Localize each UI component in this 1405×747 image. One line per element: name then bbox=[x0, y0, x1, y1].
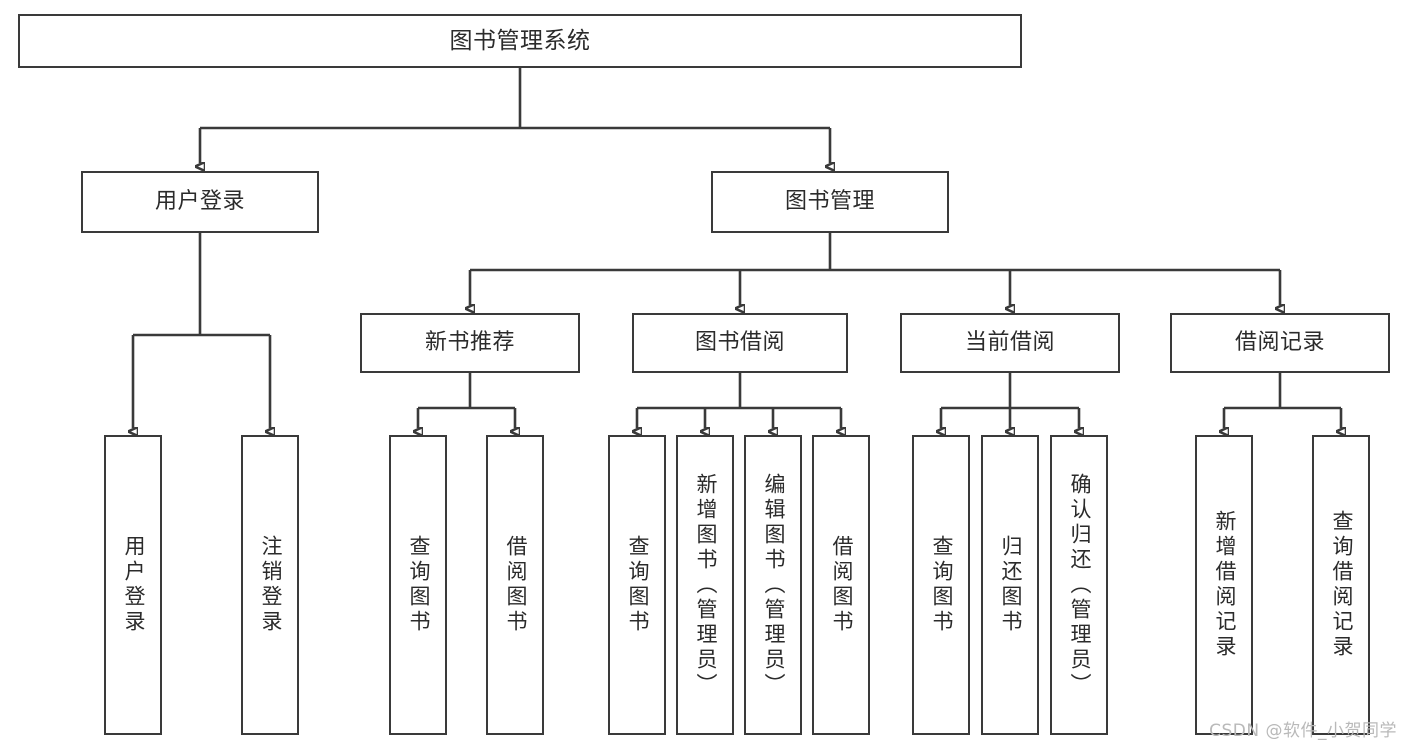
node-leaf-edit-book-label: 编辑图书（管理员） bbox=[761, 472, 786, 698]
node-user-login[interactable]: 用户登录 bbox=[81, 171, 319, 233]
node-leaf-logout[interactable]: 注销登录 bbox=[241, 435, 299, 735]
node-leaf-borrow-book-1[interactable]: 借阅图书 bbox=[486, 435, 544, 735]
node-leaf-confirm-return-label: 确认归还（管理员） bbox=[1067, 472, 1092, 698]
node-root[interactable]: 图书管理系统 bbox=[18, 14, 1022, 68]
node-leaf-logout-label: 注销登录 bbox=[258, 535, 283, 635]
node-current-borrow-label: 当前借阅 bbox=[964, 330, 1055, 356]
node-leaf-add-book-label: 新增图书（管理员） bbox=[693, 472, 718, 698]
node-leaf-borrow-book-2-label: 借阅图书 bbox=[829, 535, 854, 635]
node-leaf-query-book-1[interactable]: 查询图书 bbox=[389, 435, 447, 735]
node-leaf-query-book-3-label: 查询图书 bbox=[929, 535, 954, 635]
node-leaf-query-book-1-label: 查询图书 bbox=[406, 535, 431, 635]
node-borrow-record-label: 借阅记录 bbox=[1234, 330, 1325, 356]
node-current-borrow[interactable]: 当前借阅 bbox=[900, 313, 1120, 373]
node-user-login-label: 用户登录 bbox=[154, 189, 245, 215]
node-leaf-borrow-book-2[interactable]: 借阅图书 bbox=[812, 435, 870, 735]
node-leaf-query-book-3[interactable]: 查询图书 bbox=[912, 435, 970, 735]
node-new-book-rec-label: 新书推荐 bbox=[424, 330, 515, 356]
node-leaf-edit-book[interactable]: 编辑图书（管理员） bbox=[744, 435, 802, 735]
node-book-manage-label: 图书管理 bbox=[784, 189, 875, 215]
node-book-manage[interactable]: 图书管理 bbox=[711, 171, 949, 233]
node-new-book-rec[interactable]: 新书推荐 bbox=[360, 313, 580, 373]
node-leaf-query-book-2-label: 查询图书 bbox=[625, 535, 650, 635]
node-leaf-confirm-return[interactable]: 确认归还（管理员） bbox=[1050, 435, 1108, 735]
node-root-label: 图书管理系统 bbox=[449, 27, 591, 54]
node-leaf-user-login[interactable]: 用户登录 bbox=[104, 435, 162, 735]
node-leaf-return-book-label: 归还图书 bbox=[998, 535, 1023, 635]
node-leaf-add-record[interactable]: 新增借阅记录 bbox=[1195, 435, 1253, 735]
watermark: CSDN @软件_小贺同学 bbox=[1209, 721, 1397, 741]
node-leaf-return-book[interactable]: 归还图书 bbox=[981, 435, 1039, 735]
node-leaf-add-record-label: 新增借阅记录 bbox=[1212, 510, 1237, 660]
node-leaf-query-record-label: 查询借阅记录 bbox=[1329, 510, 1354, 660]
node-borrow-record[interactable]: 借阅记录 bbox=[1170, 313, 1390, 373]
node-leaf-borrow-book-1-label: 借阅图书 bbox=[503, 535, 528, 635]
node-book-borrow-label: 图书借阅 bbox=[694, 330, 785, 356]
node-book-borrow[interactable]: 图书借阅 bbox=[632, 313, 848, 373]
node-leaf-user-login-label: 用户登录 bbox=[121, 535, 146, 635]
node-leaf-query-record[interactable]: 查询借阅记录 bbox=[1312, 435, 1370, 735]
node-leaf-add-book[interactable]: 新增图书（管理员） bbox=[676, 435, 734, 735]
node-leaf-query-book-2[interactable]: 查询图书 bbox=[608, 435, 666, 735]
